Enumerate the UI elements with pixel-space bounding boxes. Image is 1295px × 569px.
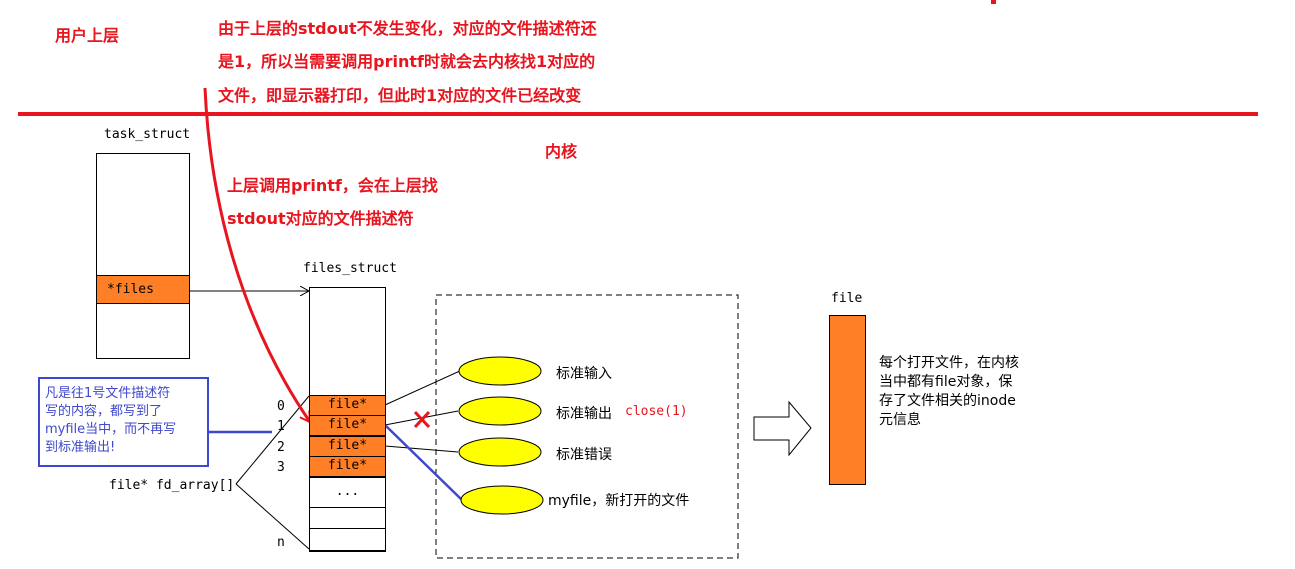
file-object-title: file — [831, 291, 863, 306]
files-field: *files — [96, 275, 190, 304]
red-dot — [991, 0, 996, 4]
stdout-label: 标准输出 — [556, 406, 612, 422]
fd1-new-connector — [384, 424, 463, 501]
fd-index-1: 1 — [277, 419, 285, 434]
blue-note-line-3: myfile当中，而不再写 — [45, 422, 177, 437]
stdin-label: 标准输入 — [556, 366, 612, 382]
fd-index-3: 3 — [277, 460, 285, 475]
fd-array-label: file* fd_array[] — [109, 478, 235, 493]
stdout-ellipse — [458, 396, 542, 426]
blue-note-box: 凡是往1号文件描述符 写的内容，都写到了 myfile当中，而不再写 到标准输出… — [38, 377, 209, 467]
file-object-bar — [829, 315, 866, 485]
task-struct-box: *files — [96, 153, 190, 359]
files-struct-title: files_struct — [303, 261, 397, 276]
fd-entry-2: file* — [309, 436, 386, 457]
top-note-line-2: 是1，所以当需要调用printf时就会去内核找1对应的 — [218, 52, 596, 71]
stderr-ellipse — [458, 437, 542, 467]
myfile-label: myfile，新打开的文件 — [548, 493, 690, 509]
fd0-connector — [384, 369, 463, 406]
kernel-label: 内核 — [545, 142, 578, 161]
fd-entry-1-label: file* — [327, 417, 368, 432]
fd-entry-3-label: file* — [327, 458, 368, 473]
hollow-right-arrow — [753, 400, 812, 457]
fd-index-2: 2 — [277, 440, 285, 455]
close-x-icon — [413, 410, 431, 429]
task-struct-title: task_struct — [104, 127, 191, 142]
files-field-label: *files — [107, 282, 154, 297]
fd-entry-0: file* — [309, 395, 386, 416]
myfile-ellipse — [460, 485, 544, 515]
fd2-connector — [384, 445, 459, 453]
fd-entry-n — [309, 528, 386, 552]
files-struct-box: file* file* file* file* ... — [309, 287, 386, 552]
blue-note-line-4: 到标准输出! — [45, 440, 116, 455]
fd-entry-3: file* — [309, 456, 386, 477]
printf-note-line-2: stdout对应的文件描述符 — [227, 209, 414, 228]
blue-note-line-1: 凡是往1号文件描述符 — [45, 386, 171, 401]
open-files-dashed-box — [435, 294, 739, 559]
fd-entry-2-label: file* — [327, 438, 368, 453]
top-note-line-3: 文件，即显示器打印，但此时1对应的文件已经改变 — [218, 86, 582, 105]
stdin-ellipse — [458, 356, 542, 386]
fd-entry-ellipsis: ... — [309, 477, 386, 508]
stderr-label: 标准错误 — [556, 447, 612, 463]
fd-index-n: n — [277, 535, 285, 550]
fd-index-0: 0 — [277, 399, 285, 414]
fd-array-bracket-bottom — [235, 483, 310, 550]
file-desc-line-3: 存了文件相关的inode — [879, 393, 1016, 409]
fd-entry-blank-1 — [309, 507, 386, 529]
blue-note-line-2: 写的内容，都写到了 — [45, 404, 163, 419]
close-call-label: close(1) — [625, 404, 688, 419]
file-object-desc: 每个打开文件，在内核 当中都有file对象，保 存了文件相关的inode 元信息 — [879, 354, 1019, 430]
fd-array-bracket-top — [235, 395, 310, 485]
fd-entry-1: file* — [309, 415, 386, 436]
printf-note-line-1: 上层调用printf，会在上层找 — [227, 176, 438, 195]
top-note-line-1: 由于上层的stdout不发生变化，对应的文件描述符还 — [218, 19, 597, 38]
fd-ellipsis-label: ... — [335, 484, 360, 499]
printf-lookup-arrow — [203, 87, 312, 422]
file-desc-line-4: 元信息 — [879, 412, 921, 428]
fd-entry-0-label: file* — [327, 397, 368, 412]
file-desc-line-1: 每个打开文件，在内核 — [879, 355, 1019, 371]
file-desc-line-2: 当中都有file对象，保 — [879, 374, 1013, 390]
user-layer-label: 用户上层 — [55, 26, 120, 45]
